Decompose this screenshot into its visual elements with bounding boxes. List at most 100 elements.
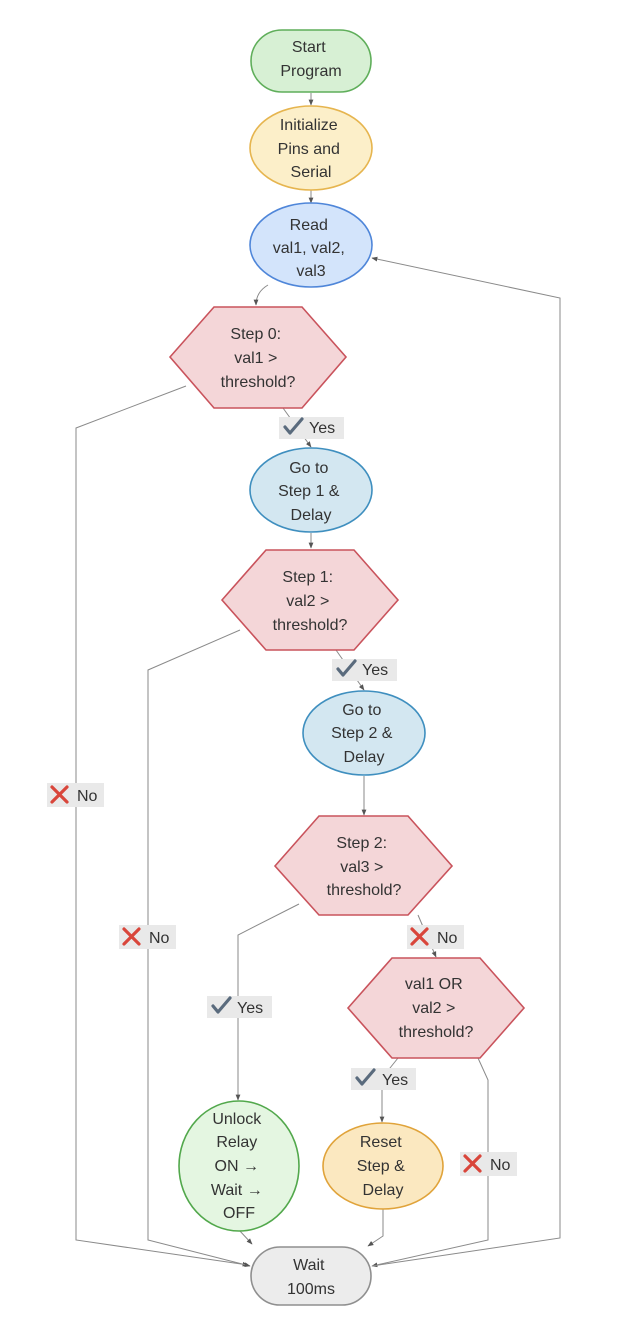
node-init: Initialize Pins and Serial	[249, 105, 373, 191]
node-init-line-3: Serial	[291, 164, 332, 181]
node-step0: Step 0: val1 > threshold?	[168, 306, 348, 409]
node-reset-shape	[322, 1122, 444, 1210]
node-read-shape	[249, 202, 373, 288]
label-step2-yes: Yes	[207, 996, 272, 1018]
node-goto1-line-1: Go to	[289, 460, 328, 477]
check-mark-icon	[211, 996, 232, 1014]
node-read: Read val1, val2, val3	[249, 202, 373, 288]
node-goto1-shape	[249, 447, 373, 533]
label-step0-no-bg	[47, 783, 104, 807]
node-unlock-line-3: ON →	[215, 1158, 259, 1175]
label-step1-no: No	[119, 925, 176, 949]
node-unlock-line-1: Unlock	[212, 1111, 262, 1128]
label-or-no-bg	[460, 1152, 517, 1176]
node-step0-text: Step 0: val1 > threshold?	[221, 326, 296, 391]
node-wait-line-1: Wait	[293, 1257, 325, 1274]
node-goto2-shape	[302, 690, 426, 776]
node-step0-line-1: Step 0:	[230, 326, 281, 343]
label-step2-yes-text: Yes	[237, 1000, 263, 1017]
label-step0-yes-bg	[279, 417, 344, 439]
node-step2-line-1: Step 2:	[336, 835, 387, 852]
node-unlock-line-5: OFF	[223, 1205, 255, 1222]
label-step0-yes: Yes	[279, 417, 344, 439]
node-reset-line-2: Step &	[357, 1158, 405, 1175]
node-step0-shape	[168, 306, 348, 409]
node-reset-line-1: Reset	[360, 1134, 402, 1151]
edge-read-step0	[253, 284, 269, 306]
node-goto1: Go to Step 1 & Delay	[249, 447, 373, 533]
node-reset: Reset Step & Delay	[322, 1122, 444, 1210]
label-step1-yes-text: Yes	[362, 662, 388, 679]
node-or-check-line-2: val2 >	[412, 1000, 455, 1017]
label-step0-no-text: No	[77, 788, 98, 805]
label-step2-no: No	[407, 925, 464, 949]
node-wait: Wait 100ms	[250, 1246, 372, 1306]
node-read-text: Read val1, val2, val3	[273, 217, 350, 280]
node-step2-text: Step 2: val3 > threshold?	[327, 835, 402, 899]
node-start-line-1: Start	[292, 39, 326, 56]
node-init-shape	[249, 105, 373, 191]
node-step2-line-2: val3 >	[340, 859, 383, 876]
label-step1-no-bg	[119, 925, 176, 949]
node-unlock-shape	[178, 1100, 300, 1232]
node-goto2: Go to Step 2 & Delay	[302, 690, 426, 776]
node-wait-shape	[250, 1246, 372, 1306]
node-step1-line-2: val2 >	[286, 593, 329, 610]
node-wait-line-2: 100ms	[287, 1281, 335, 1298]
node-init-line-2: Pins and	[278, 141, 340, 158]
edge-unlock-wait	[238, 1229, 253, 1245]
label-step2-no-text: No	[437, 930, 458, 947]
check-mark-icon	[355, 1068, 376, 1086]
node-reset-text: Reset Step & Delay	[357, 1134, 409, 1199]
label-or-no-text: No	[490, 1157, 511, 1174]
node-step1-line-3: threshold?	[273, 617, 348, 634]
node-read-line-1: Read	[290, 217, 328, 234]
edge-reset-wait	[367, 1208, 384, 1247]
label-step1-yes: Yes	[332, 659, 397, 681]
node-read-line-3: val3	[296, 263, 325, 280]
edge-wait-read	[371, 256, 561, 1267]
label-step1-no-text: No	[149, 930, 170, 947]
edge-labels: Yes No Yes No No Yes	[47, 417, 517, 1176]
node-read-line-2: val1, val2,	[273, 240, 345, 257]
node-goto1-text: Go to Step 1 & Delay	[278, 460, 344, 524]
node-step2: Step 2: val3 > threshold?	[273, 815, 454, 916]
node-step1-text: Step 1: val2 > threshold?	[273, 569, 348, 634]
node-step0-line-3: threshold?	[221, 374, 296, 391]
cross-mark-icon	[410, 927, 429, 946]
node-unlock: Unlock Relay ON → Wait → OFF	[178, 1100, 300, 1232]
edge-step2-yes	[235, 903, 300, 1101]
label-step0-no: No	[47, 783, 104, 807]
node-goto1-line-2: Step 1 &	[278, 483, 340, 500]
node-or-check-line-3: threshold?	[399, 1024, 474, 1041]
node-step1: Step 1: val2 > threshold?	[220, 549, 400, 651]
nodes: Start Program Initialize Pins and Serial…	[168, 29, 526, 1306]
node-reset-line-3: Delay	[363, 1182, 404, 1199]
check-mark-icon	[283, 417, 304, 435]
label-or-no: No	[460, 1152, 517, 1176]
cross-mark-icon	[50, 785, 69, 804]
node-goto2-line-3: Delay	[344, 749, 385, 766]
node-start-shape	[250, 29, 372, 93]
label-step2-no-bg	[407, 925, 464, 949]
check-mark-icon	[336, 659, 357, 677]
node-goto2-line-2: Step 2 &	[331, 725, 393, 742]
label-or-yes: Yes	[351, 1068, 416, 1090]
node-or-check: val1 OR val2 > threshold?	[346, 957, 526, 1059]
node-init-text: Initialize Pins and Serial	[278, 117, 345, 181]
label-or-yes-bg	[351, 1068, 416, 1090]
node-step1-shape	[220, 549, 400, 651]
node-unlock-line-2: Relay	[216, 1134, 257, 1151]
node-goto1-line-3: Delay	[291, 507, 332, 524]
node-goto2-text: Go to Step 2 & Delay	[331, 702, 397, 766]
edge-step1-no	[147, 629, 251, 1267]
node-start-line-2: Program	[280, 63, 341, 80]
node-unlock-line-4: Wait →	[211, 1182, 263, 1199]
label-step1-yes-bg	[332, 659, 397, 681]
node-step1-line-1: Step 1:	[282, 569, 333, 586]
node-wait-text: Wait 100ms	[287, 1257, 335, 1298]
node-step2-shape	[273, 815, 454, 916]
node-or-check-text: val1 OR val2 > threshold?	[399, 976, 474, 1041]
node-step2-line-3: threshold?	[327, 882, 402, 899]
